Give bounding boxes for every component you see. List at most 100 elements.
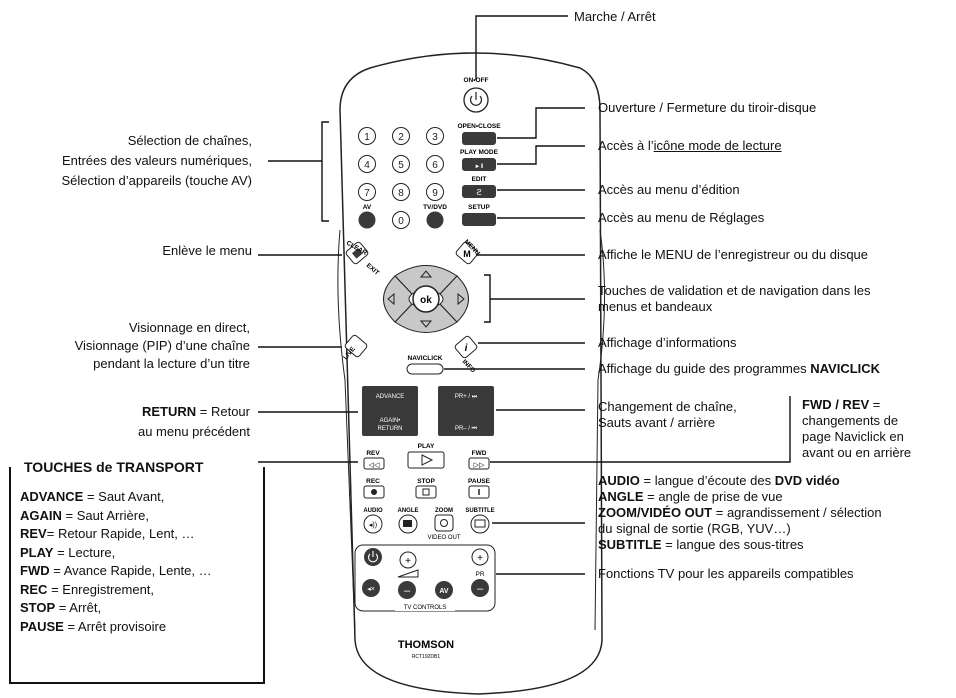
subtitle-button[interactable] [470,514,490,534]
label-selection-1: Sélection de chaînes, [127,133,252,148]
stop-key-label: STOP [417,478,435,485]
down-arrow-icon [419,320,433,328]
label-guide-bold: NAVICLICK [810,361,881,376]
fwd-button[interactable] [468,457,490,470]
live-button[interactable] [344,334,368,358]
label-selection-3: Sélection d’appareils (touche AV) [61,173,252,188]
transport-list: ADVANCE = Saut Avant, AGAIN = Saut Arriè… [20,488,212,636]
label-angle: ANGLE = angle de prise de vue [598,489,783,505]
transport-desc: = Arrêt, [55,600,102,615]
remote-inner-outline [337,229,356,631]
volume-minus-button[interactable] [398,581,416,599]
rev-icon: ◁◁ [369,462,380,469]
label-subtitle-text: = langue des sous-titres [661,537,804,552]
volume-plus-icon: + [405,556,411,567]
digit-8-button[interactable] [392,183,410,201]
advance-again-button[interactable] [362,386,418,436]
digit-6-button[interactable] [426,155,444,173]
label-fwdrev-2: changements de [802,413,899,428]
label-audio-bold2: DVD vidéo [774,473,840,488]
digit-8-label: 8 [398,188,404,199]
label-guide-text: Affichage du guide des programmes [598,361,811,376]
edit-button[interactable] [462,185,496,198]
navigation-cluster: ok [383,265,469,333]
label-informations: Affichage d’informations [598,335,737,350]
transport-desc: = Avance Rapide, Lente, … [49,563,212,578]
transport-item: AGAIN = Saut Arrière, [20,507,212,526]
video-out-label: VIDEO OUT [427,535,460,541]
label-selection-2: Entrées des valeurs numériques, [61,153,252,168]
pause-key-label: PAUSE [468,478,491,485]
openclose-key-label: OPEN•CLOSE [457,123,501,130]
label-zoom-text: = agrandissement / sélection [712,505,882,520]
rev-button[interactable] [363,457,385,470]
info-button[interactable] [454,335,478,359]
label-visio-3: pendant la lecture d’un titre [93,356,250,371]
digit-4-button[interactable] [358,155,376,173]
transport-item: ADVANCE = Saut Avant, [20,488,212,507]
label-guide: Affichage du guide des programmes NAVICL… [598,361,880,377]
menu-button[interactable] [455,241,479,265]
play-mode-button[interactable] [462,158,496,171]
ok-button[interactable] [412,285,440,313]
open-close-button[interactable] [462,132,496,145]
nav-left-button[interactable] [383,275,413,323]
digit-2-button[interactable] [392,127,410,145]
digit-7-button[interactable] [358,183,376,201]
label-fwdrev-4: avant ou en arrière [802,445,912,460]
pr-minus-tv-button[interactable] [471,579,489,597]
subtitle-icon [474,519,486,528]
play-button[interactable] [407,451,445,469]
tvdvd-key-label: TV/DVD [423,204,447,211]
label-acces-icone-link: icône mode de lecture [653,138,782,153]
rev-key-label: REV [366,450,380,457]
label-fwdrev-bold: FWD / REV [802,397,870,412]
label-subtitle-bold: SUBTITLE [598,537,662,552]
transport-key: STOP [20,600,56,615]
fwd-key-label: FWD [472,450,487,457]
digit-1-button[interactable] [358,127,376,145]
digit-9-button[interactable] [426,183,444,201]
digit-5-label: 5 [398,160,404,171]
clear-exit-button[interactable] [345,241,369,265]
av-button[interactable] [358,211,376,229]
volume-minus-icon: – [404,585,411,597]
transport-desc: = Enregistrement, [47,581,155,597]
model-number: RCT192DB1 [412,654,441,660]
audio-button[interactable] [363,514,383,534]
digit-3-button[interactable] [426,127,444,145]
zoom-button[interactable] [434,514,454,532]
digit-7-label: 7 [364,188,370,199]
pause-button[interactable] [468,485,490,499]
edit-key-label: EDIT [472,176,487,183]
volume-plus-button[interactable] [399,551,417,569]
volume-wedge-icon [397,569,419,578]
digit-0-label: 0 [398,216,404,227]
label-validation-1: Touches de validation et de navigation d… [598,283,871,298]
digit-6-label: 6 [432,160,438,171]
pr-plus-tv-button[interactable] [471,548,489,566]
label-subtitle: SUBTITLE = langue des sous-titres [598,537,804,553]
left-arrow-icon [387,292,395,306]
transport-key: AGAIN [20,507,62,523]
angle-camera-icon [403,520,412,527]
label-ouverture: Ouverture / Fermeture du tiroir-disque [598,100,817,115]
digit-0-button[interactable] [392,211,410,229]
pr-button[interactable] [438,386,494,436]
digit-5-button[interactable] [392,155,410,173]
label-return-bold: RETURN [141,404,197,419]
mute-button[interactable] [362,579,380,597]
subtitle-key-label: SUBTITLE [465,508,494,514]
nav-right-button[interactable] [439,275,469,323]
transport-desc: = Arrêt provisoire [63,618,167,634]
label-validation-2: menus et bandeaux [598,299,713,314]
digit-1-label: 1 [364,132,370,143]
naviclick-button[interactable] [406,363,444,375]
tv-dvd-button[interactable] [426,211,444,229]
callout-lines [258,15,791,575]
label-marche: Marche / Arrêt [574,9,656,24]
tv-av-button[interactable] [435,581,453,599]
setup-button[interactable] [462,213,496,226]
ok-key-label: ok [420,295,432,306]
stop-button[interactable] [415,485,437,499]
